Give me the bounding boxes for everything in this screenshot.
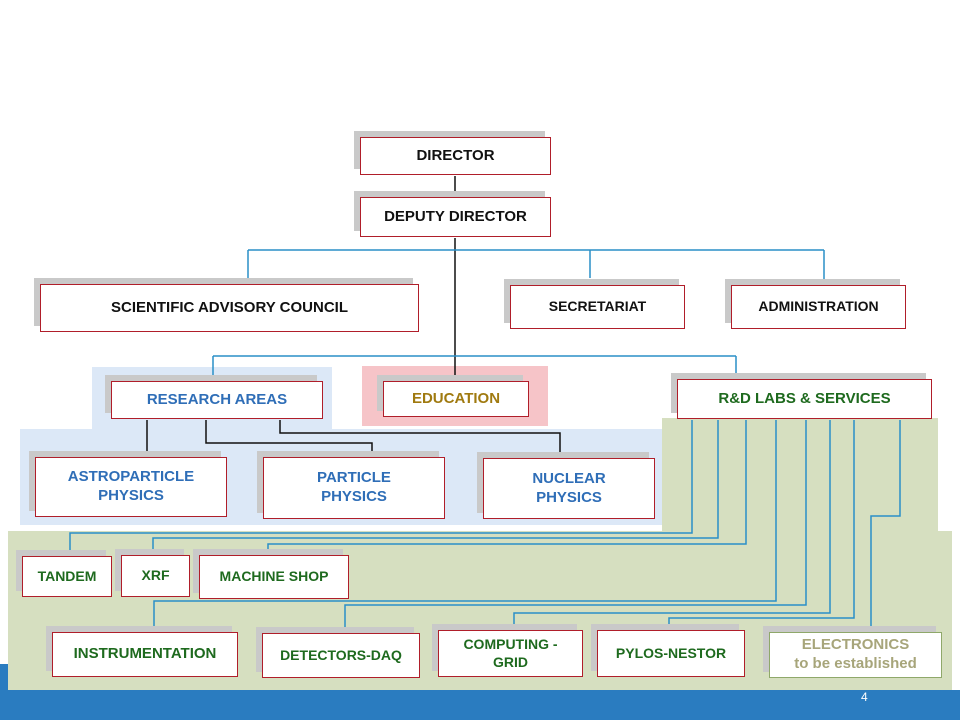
connector-labs-instrumentation (153, 420, 777, 630)
research-areas-box: RESEARCH AREAS (111, 381, 323, 419)
detectors-daq-label: DETECTORS-DAQ (280, 646, 402, 663)
instrumentation-label: INSTRUMENTATION (73, 645, 217, 663)
computing-grid-line2: GRID (492, 653, 528, 670)
connector-labs-machine (267, 420, 747, 553)
footer-band (0, 690, 960, 720)
administration-label: ADMINISTRATION (758, 298, 879, 315)
electronics-box: ELECTRONICS to be established (769, 632, 942, 678)
connector-research-particle (205, 420, 373, 452)
administration-box: ADMINISTRATION (731, 285, 906, 329)
secretariat-box: SECRETARIAT (510, 285, 685, 329)
nuclear-physics-line2: PHYSICS (536, 488, 602, 506)
research-areas-label: RESEARCH AREAS (146, 390, 288, 408)
electronics-line2: to be established (794, 655, 917, 672)
pylos-nestor-label: PYLOS-NESTOR (615, 644, 727, 661)
particle-physics-line2: PHYSICS (321, 488, 387, 505)
secretariat-label: SECRETARIAT (548, 298, 647, 315)
rd-labs-services-box: R&D LABS & SERVICES (677, 379, 932, 419)
connector-middle-bus (212, 355, 737, 380)
education-label: EDUCATION (411, 389, 501, 407)
scientific-advisory-council-label: SCIENTIFIC ADVISORY COUNCIL (111, 298, 348, 316)
deputy-director-label: DEPUTY DIRECTOR (384, 207, 527, 225)
nuclear-physics-box: NUCLEAR PHYSICS (483, 458, 655, 519)
instrumentation-box: INSTRUMENTATION (52, 632, 238, 677)
machine-shop-box: MACHINE SHOP (199, 555, 349, 599)
director-label: DIRECTOR (416, 146, 495, 164)
computing-grid-line1: COMPUTING - (463, 636, 558, 652)
connector-labs-electronics (870, 420, 901, 628)
connector-labs-xrf (152, 420, 719, 553)
connector-research-nuclear (279, 420, 561, 452)
labs-region-top (662, 418, 938, 533)
astroparticle-physics-line2: PHYSICS (98, 487, 164, 504)
education-box: EDUCATION (383, 381, 529, 417)
connector-labs-tandem (69, 420, 693, 555)
computing-grid-box: COMPUTING - GRID (438, 630, 583, 677)
detectors-daq-box: DETECTORS-DAQ (262, 633, 420, 678)
deputy-director-box: DEPUTY DIRECTOR (360, 197, 551, 237)
connector-labs-computing (513, 420, 831, 628)
xrf-box: XRF (121, 555, 190, 597)
director-box: DIRECTOR (360, 137, 551, 175)
tandem-label: TANDEM (37, 567, 97, 584)
xrf-label: XRF (141, 567, 170, 584)
machine-shop-label: MACHINE SHOP (219, 568, 329, 585)
pylos-nestor-box: PYLOS-NESTOR (597, 630, 745, 677)
astroparticle-physics-line1: ASTROPARTICLE (67, 468, 195, 486)
electronics-line1: ELECTRONICS (801, 636, 910, 654)
scientific-advisory-council-box: SCIENTIFIC ADVISORY COUNCIL (40, 284, 419, 332)
rd-labs-services-label: R&D LABS & SERVICES (718, 389, 891, 407)
page-number: 4 (861, 690, 868, 704)
connector-labs-detectors (344, 420, 807, 630)
nuclear-physics-line1: NUCLEAR (532, 469, 606, 487)
connector-labs-pylos (668, 420, 855, 628)
footer-left-accent (0, 664, 8, 690)
particle-physics-line1: PARTICLE (317, 469, 391, 487)
tandem-box: TANDEM (22, 556, 112, 597)
connector-top-bus (247, 249, 825, 280)
particle-physics-box: PARTICLE PHYSICS (263, 457, 445, 519)
astroparticle-physics-box: ASTROPARTICLE PHYSICS (35, 457, 227, 517)
